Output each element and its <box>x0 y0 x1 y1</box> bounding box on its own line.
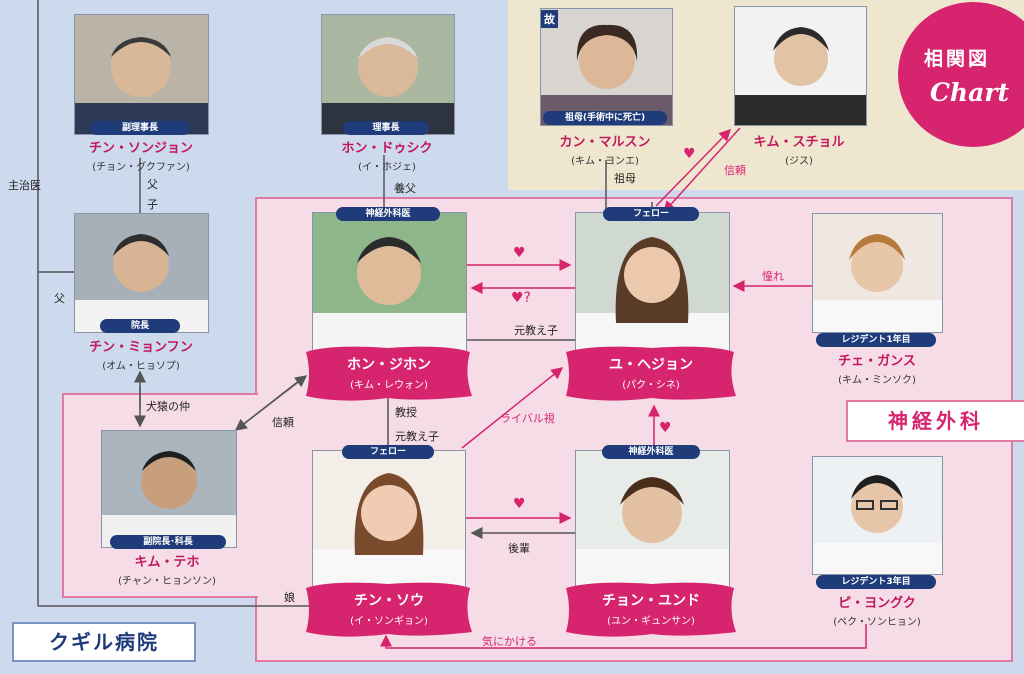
heart-icon: ♥ <box>683 146 696 162</box>
actor-text: (ペク・ソンヒョン) <box>833 617 921 628</box>
banner-text-jin-seowoo: チン・ソウ (イ・ソンギョン) <box>306 590 472 627</box>
role-tag-cheon-seungjeong: 副理事長 <box>90 121 190 135</box>
actor-text: (チャン・ヒョンソン) <box>118 576 216 587</box>
name-text: ホン・ドゥシク <box>341 141 433 156</box>
label-rival: ライバル視 <box>500 412 555 425</box>
name-text: ユ・ヘジョン <box>609 357 693 373</box>
actor-text: (チョン・グクファン) <box>92 162 190 173</box>
banner-jung-yunddo <box>566 582 736 637</box>
role-tag-kang-malsun: 祖母(手術中に死亡) <box>543 111 667 125</box>
photo-jin-seowoo <box>312 450 466 590</box>
banner-jin-seowoo <box>306 582 472 637</box>
photo-kang-malsun <box>540 8 673 126</box>
photo-kim-seuchul <box>734 6 867 126</box>
label-junior: 後輩 <box>508 542 530 555</box>
name-text: チェ・ガンス <box>838 354 916 369</box>
role-tag-pi-yongguk: レジデント3年目 <box>816 575 936 589</box>
label-enemies: 犬猿の仲 <box>146 400 190 413</box>
heart-icon: ♥ <box>513 496 526 512</box>
rival-arrow <box>461 367 564 449</box>
label-father-side: 父 <box>54 292 65 305</box>
role-tag-jung-yunddo: 神経外科医 <box>602 445 700 459</box>
name-text: ホン・ジホン <box>347 357 431 373</box>
label-professor: 教授 <box>395 406 417 419</box>
actor-text: (ジス) <box>785 156 813 167</box>
photo-pi-yongguk <box>812 456 943 575</box>
department-label: 神経外科 <box>846 400 1024 442</box>
photo-hong-jihong <box>312 212 467 354</box>
label-adoptive-father: 養父 <box>394 182 416 195</box>
role-tag-jin-myunghoon: 院長 <box>100 319 180 333</box>
trust-arrow-yoo-to-kim <box>655 128 732 207</box>
actor-text: (ユン・ギュンサン) <box>607 616 695 627</box>
hospital-label: クギル病院 <box>12 622 196 662</box>
name-kim-taeho: キム・テホ (チャン・ヒョンソン) <box>86 551 248 587</box>
banner-hong-jihong <box>306 346 472 401</box>
label-father-top: 父 <box>147 178 158 191</box>
trust-arrow-kim-to-yoo <box>662 127 741 214</box>
name-text: キム・テホ <box>134 555 200 570</box>
label-cares: 気にかける <box>482 635 537 648</box>
name-text: キム・スチョル <box>753 135 845 150</box>
role-tag-kim-taeho: 副院長･科長 <box>110 535 226 549</box>
actor-text: (オム・ヒョソプ) <box>102 361 180 372</box>
role-tag-choi-kangsu: レジデント1年目 <box>816 333 936 347</box>
role-tag-yoo-hyejung: フェロー <box>603 207 699 221</box>
label-former-teacher-2: 元教え子 <box>395 430 439 443</box>
photo-choi-kangsu <box>812 213 943 333</box>
label-trust-top: 信頼 <box>724 164 746 177</box>
label-admire: 憧れ <box>762 270 784 283</box>
banner-text-jung-yunddo: チョン・ユンド (ユン・ギュンサン) <box>567 590 735 627</box>
label-grandmother: 祖母 <box>614 172 636 185</box>
heart-question-icon: ♥? <box>511 290 531 306</box>
name-choi-kangsu: チェ・ガンス (キム・ミンソク) <box>796 350 958 386</box>
name-jin-myunghoon: チン・ミョンフン (オム・ヒョソプ) <box>60 336 222 372</box>
deceased-badge: 故 <box>541 10 558 28</box>
heart-icon: ♥ <box>659 420 672 436</box>
name-kang-malsun: カン・マルスン (キム・ヨンエ) <box>524 131 686 167</box>
name-text: チョン・ユンド <box>602 593 700 609</box>
heart-icon: ♥ <box>513 245 526 261</box>
actor-text: (パク・シネ) <box>622 380 680 391</box>
role-tag-jin-seowoo: フェロー <box>342 445 434 459</box>
name-cheon-seungjeong: チン・ソンジョン (チョン・グクファン) <box>60 137 222 173</box>
name-text: ピ・ヨングク <box>838 596 916 611</box>
label-shujii: 主治医 <box>8 179 41 192</box>
banner-text-yoo-hyejung: ユ・ヘジョン (パク・シネ) <box>567 354 735 391</box>
actor-text: (イ・ソンギョン) <box>350 616 428 627</box>
arrow-paths <box>134 127 867 649</box>
photo-cheon-seungjeong <box>74 14 209 135</box>
actor-text: (イ・ホジェ) <box>358 162 416 173</box>
actor-text: (キム・ミンソク) <box>838 375 916 386</box>
label-daughter: 娘 <box>284 591 295 604</box>
name-text: チン・ソウ <box>354 593 424 609</box>
chart-title-line1: 相関図 <box>924 48 991 70</box>
photo-jin-myunghoon <box>74 213 209 333</box>
name-pi-yongguk: ピ・ヨングク (ペク・ソンヒョン) <box>796 592 958 628</box>
actor-text: (キム・レウォン) <box>350 380 428 391</box>
trust-arrow-kim-jihong <box>234 379 301 431</box>
role-tag-hong-jihong: 神経外科医 <box>336 207 440 221</box>
photo-yoo-hyejung <box>575 212 730 354</box>
name-text: チン・ミョンフン <box>89 340 193 355</box>
label-trust-left: 信頼 <box>272 416 294 429</box>
role-tag-hong-dushik: 理事長 <box>343 121 429 135</box>
label-child: 子 <box>147 198 158 211</box>
name-text: カン・マルスン <box>559 135 651 150</box>
cares-arrow <box>380 624 867 649</box>
photo-jung-yunddo <box>575 450 730 590</box>
actor-text: (キム・ヨンエ) <box>571 156 639 167</box>
banner-text-hong-jihong: ホン・ジホン (キム・レウォン) <box>306 354 472 391</box>
banner-yoo-hyejung <box>566 346 736 401</box>
name-hong-dushik: ホン・ドゥシク (イ・ホジェ) <box>306 137 468 173</box>
name-text: チン・ソンジョン <box>88 141 193 156</box>
name-kim-seuchul: キム・スチョル (ジス) <box>718 131 880 167</box>
chart-title <box>898 2 1024 147</box>
label-former-teacher-1: 元教え子 <box>514 324 558 337</box>
chart-title-line2: Chart <box>930 78 1009 107</box>
